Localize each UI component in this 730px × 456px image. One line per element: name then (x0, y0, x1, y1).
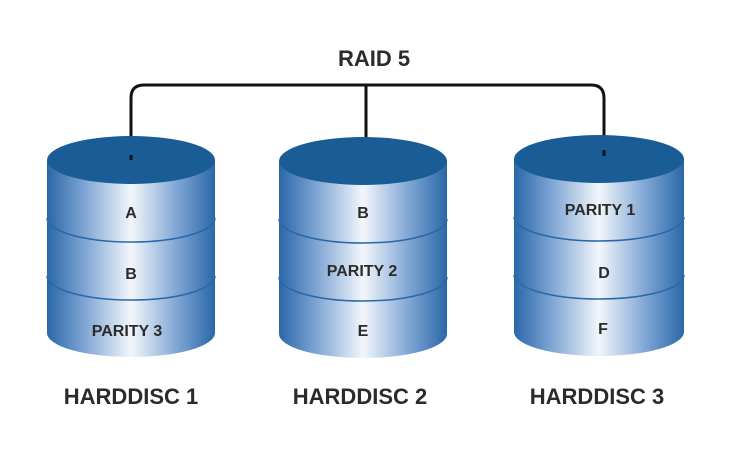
harddisc-3: PARITY 1 D F HARDDISC 3 (513, 135, 685, 409)
diagram-title: RAID 5 (338, 46, 410, 71)
segment-divider (513, 216, 685, 242)
disk-label: HARDDISC 1 (64, 384, 198, 409)
disk-segment-label: PARITY 1 (565, 202, 636, 219)
disk-segment-label: E (358, 323, 369, 340)
disk-top (279, 137, 447, 185)
disk-segment-label: A (125, 205, 137, 222)
segment-divider (513, 274, 685, 300)
disk-segment-label: D (598, 265, 610, 282)
segment-divider (46, 275, 216, 301)
segment-divider (278, 276, 448, 302)
disk-top (514, 135, 684, 183)
disk-segment-label: PARITY 3 (92, 323, 163, 340)
disk-label: HARDDISC 3 (530, 384, 664, 409)
segment-divider (278, 218, 448, 244)
disk-segment-label: B (357, 205, 369, 222)
disk-body (47, 160, 215, 357)
harddisc-2: B PARITY 2 E HARDDISC 2 (278, 137, 448, 409)
disk-segment-label: F (598, 321, 608, 338)
disk-segment-label: PARITY 2 (327, 263, 398, 280)
segment-divider (46, 217, 216, 243)
disk-body (514, 159, 684, 356)
disk-segment-label: B (125, 266, 137, 283)
disk-body (279, 161, 447, 358)
disk-label: HARDDISC 2 (293, 384, 427, 409)
harddisc-1: A B PARITY 3 HARDDISC 1 (46, 136, 216, 409)
